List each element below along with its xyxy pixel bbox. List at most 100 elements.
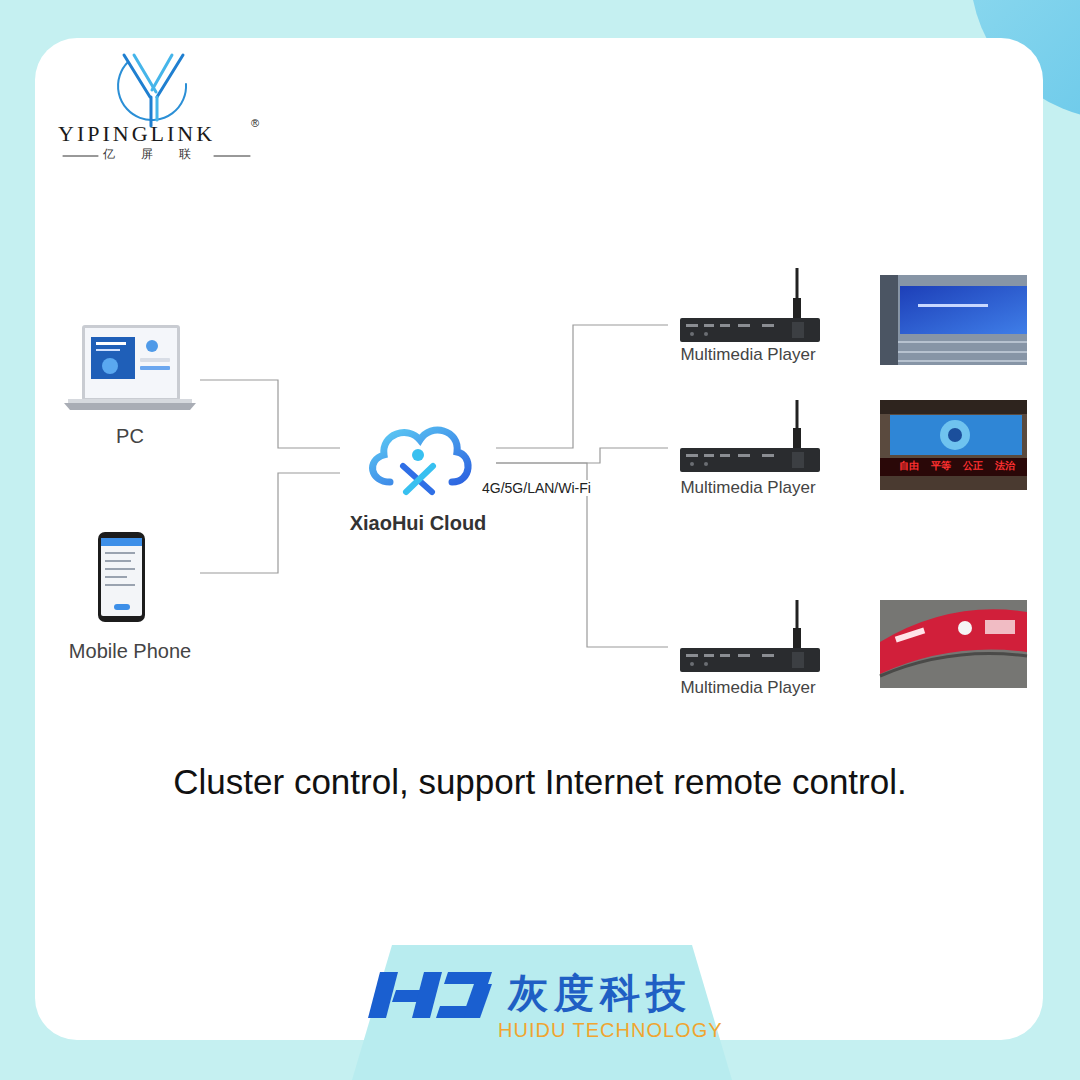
screen-graphic [102, 358, 118, 374]
led-text: 法治 [995, 460, 1015, 472]
device-port [792, 322, 804, 338]
network-link [496, 448, 668, 463]
device-port [704, 654, 714, 657]
screen-line [96, 349, 120, 351]
screen-frame [880, 654, 1027, 677]
screen-graphic [985, 620, 1015, 634]
phone-button [114, 604, 130, 610]
device-port [738, 324, 750, 327]
node-label: PC [116, 424, 144, 448]
device-port [762, 324, 774, 327]
node-label: Multimedia Player [680, 477, 815, 499]
registered-mark: ® [251, 117, 259, 130]
screen-text-bar [918, 304, 988, 307]
node-label: Multimedia Player [680, 344, 815, 366]
antenna [796, 268, 799, 300]
pc-terminal: PC [60, 318, 200, 448]
logo-bar [368, 972, 398, 1018]
led-screen-photo [880, 275, 1027, 365]
player-box: Multimedia Player [668, 595, 828, 699]
device-led [704, 662, 708, 666]
cloud-server: XiaoHui Cloud [340, 410, 496, 535]
cloud-figure-head [412, 449, 424, 461]
company-name-en: HUIDU TECHNOLOGY [498, 1019, 723, 1042]
logo-bar [412, 972, 442, 1018]
led-text: 公正 [963, 460, 983, 472]
cloud-figure [403, 466, 432, 492]
led-screen [890, 415, 1022, 455]
node-label: Multimedia Player [680, 677, 815, 699]
cloud-figure [406, 466, 433, 492]
screen-graphic [958, 621, 972, 635]
antenna-base [793, 628, 801, 648]
device-port [792, 652, 804, 668]
led-text-band [880, 458, 1027, 476]
screen-graphic [940, 420, 970, 450]
led-screen-photo [880, 600, 1027, 688]
footer-tab [352, 945, 732, 1080]
screen-line [140, 358, 170, 362]
phone-line [105, 560, 131, 562]
screen-graphic [895, 628, 925, 643]
phone-line [105, 552, 135, 554]
led-screen-photo [880, 400, 1027, 490]
network-link [496, 325, 668, 448]
device-body [680, 318, 820, 342]
led-text: 平等 [931, 460, 951, 472]
screen-line [96, 342, 126, 345]
huidu-logo-mark [368, 972, 492, 1018]
device-body [680, 448, 820, 472]
mobile-terminal: Mobile Phone [60, 525, 200, 663]
link-label: 4G/5G/LAN/Wi-Fi [482, 480, 591, 496]
device-led [704, 332, 708, 336]
building-facade [880, 600, 1027, 688]
device-port [762, 454, 774, 457]
phone-screen [101, 538, 142, 616]
device-port [704, 324, 714, 327]
antenna-base [793, 298, 801, 318]
building-column [880, 275, 898, 365]
screen-line [140, 366, 170, 370]
facade-line [898, 351, 1027, 353]
cloud-icon [373, 430, 469, 492]
phone-line [105, 568, 135, 570]
player-device [680, 600, 820, 672]
brand-name: YIPINGLINK [58, 121, 215, 146]
device-port [720, 454, 730, 457]
device-port [738, 454, 750, 457]
device-port [686, 324, 698, 327]
logo-stroke [152, 55, 172, 90]
player-box: Multimedia Player [668, 262, 828, 366]
logo-rule [63, 156, 98, 157]
screen-graphic [146, 340, 158, 352]
phone-bar [101, 538, 142, 546]
node-label: XiaoHui Cloud [350, 511, 487, 535]
led-screen [900, 286, 1027, 334]
device-port [738, 654, 750, 657]
laptop-lid [82, 325, 180, 401]
facade-line [898, 341, 1027, 343]
logo-bar [462, 984, 492, 1018]
device-port [762, 654, 774, 657]
player-device [680, 268, 820, 342]
device-port [792, 452, 804, 468]
phone-line [105, 576, 127, 578]
led-text: 自由 [899, 460, 919, 472]
device-led [704, 462, 708, 466]
device-port [686, 454, 698, 457]
device-port [704, 454, 714, 457]
white-card [35, 38, 1043, 1040]
laptop-base [64, 403, 196, 410]
device-port [720, 654, 730, 657]
device-port [720, 324, 730, 327]
brand-subtitle: 亿 屏 联 [103, 148, 191, 162]
device-led [690, 462, 694, 466]
player-device [680, 400, 820, 472]
logo-rule [214, 156, 250, 157]
antenna [796, 400, 799, 430]
antenna-base [793, 428, 801, 448]
